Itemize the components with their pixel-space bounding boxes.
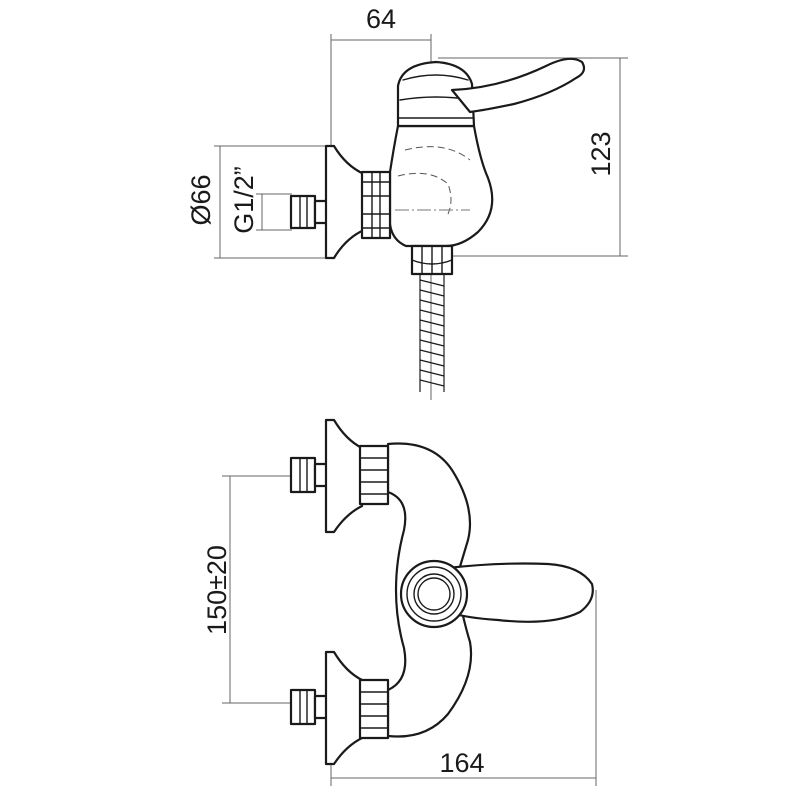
front-union-nut-top: [358, 444, 390, 506]
front-lever-cap: [399, 559, 469, 629]
side-union-nut: [360, 170, 392, 240]
lower-inlet: [289, 650, 364, 766]
dimension-height: 123: [438, 57, 628, 257]
dimension-flange-diameter-label: Ø66: [186, 174, 216, 225]
dimension-inlet-spacing-label: 150±20: [202, 545, 232, 635]
dimension-total-width-label: 164: [439, 748, 484, 778]
side-view: 64 123 Ø66 G1/2”: [186, 4, 628, 400]
side-flange: [324, 144, 366, 260]
side-lever-handle: [450, 57, 586, 114]
dimension-inlet-spacing: 150±20: [202, 475, 292, 704]
front-lever-handle: [446, 562, 594, 623]
dimension-flange-diameter: Ø66: [186, 145, 335, 259]
side-lever-cap: [396, 60, 476, 128]
upper-inlet: [289, 418, 364, 534]
dimension-top-width-label: 64: [366, 4, 396, 34]
side-hose-nut: [410, 244, 454, 276]
side-hose: [419, 274, 445, 392]
front-union-nut-bottom: [358, 678, 390, 740]
side-body: [388, 124, 494, 248]
dimension-height-label: 123: [586, 131, 616, 176]
dimension-total-width: 164: [330, 590, 597, 786]
dimension-thread: G1/2”: [229, 166, 292, 234]
front-view: 150±20 164: [202, 418, 597, 786]
dimension-thread-label: G1/2”: [229, 166, 259, 234]
